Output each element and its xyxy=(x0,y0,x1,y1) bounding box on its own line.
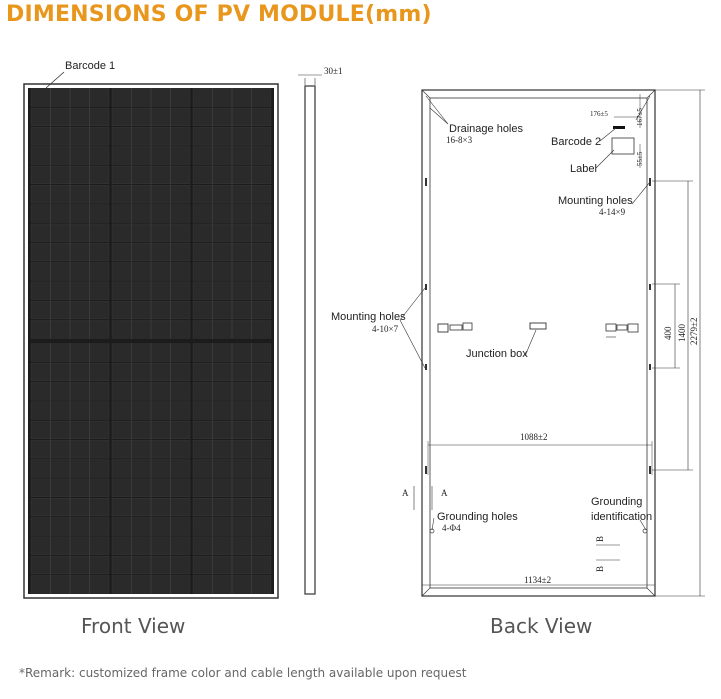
barcode-1-leader xyxy=(45,71,65,89)
mounting-holes-left-spec: 4-10×7 xyxy=(372,324,399,334)
mounting-holes-right-spec: 4-14×9 xyxy=(599,207,626,217)
dim-1134: 1134±2 xyxy=(524,575,551,585)
dim-2279: 2279±2 xyxy=(689,318,699,345)
grounding-identification-line2: identification xyxy=(591,511,652,523)
thickness-dimension: 30±1 xyxy=(324,66,342,76)
dim-55: 55±5 xyxy=(636,151,644,166)
back-frame-inner xyxy=(429,97,648,589)
grounding-holes-spec: 4-Φ4 xyxy=(442,523,461,533)
drainage-holes-spec: 16-8×3 xyxy=(446,135,473,145)
front-view-label: Front View xyxy=(81,614,186,638)
front-view: Barcode 1 xyxy=(23,60,279,599)
barcode-2-label: Barcode 2 xyxy=(551,136,601,148)
mounting-holes-right-label: Mounting holes xyxy=(558,195,633,207)
dim-1088: 1088±2 xyxy=(520,432,547,442)
junction-box-mark xyxy=(529,322,547,330)
page-title: DIMENSIONS OF PV MODULE(mm) xyxy=(6,2,432,27)
back-view xyxy=(399,89,705,597)
dim-1400: 1400 xyxy=(677,324,687,343)
section-b-bottom: B xyxy=(595,566,605,572)
grounding-holes-label: Grounding holes xyxy=(437,511,518,523)
cell-grid xyxy=(30,88,272,594)
back-view-labels: Drainage holes 16-8×3 176±5 167±5 55±5 B… xyxy=(331,108,699,585)
dim-176: 176±5 xyxy=(590,110,608,118)
back-frame-outer xyxy=(421,89,656,597)
side-frame xyxy=(304,85,316,595)
section-b-top: B xyxy=(595,536,605,542)
barcode-2-mark xyxy=(613,126,625,129)
label-label: Label xyxy=(570,163,597,175)
drainage-holes-label: Drainage holes xyxy=(449,123,523,135)
junction-box-label: Junction box xyxy=(466,348,528,360)
label-mark xyxy=(611,137,635,155)
right-connector xyxy=(605,323,617,332)
dim-400: 400 xyxy=(663,326,673,340)
mounting-holes-left-label: Mounting holes xyxy=(331,311,406,323)
side-view: 30±1 xyxy=(298,66,342,595)
section-a-right: A xyxy=(441,488,448,498)
dim-167: 167±5 xyxy=(636,108,644,126)
section-a-left: A xyxy=(402,488,409,498)
back-view-label: Back View xyxy=(490,614,593,638)
barcode-1-label: Barcode 1 xyxy=(65,60,115,72)
grounding-identification-line1: Grounding xyxy=(591,496,642,508)
left-connector xyxy=(437,323,449,333)
remark-text: *Remark: customized frame color and cabl… xyxy=(19,666,467,680)
